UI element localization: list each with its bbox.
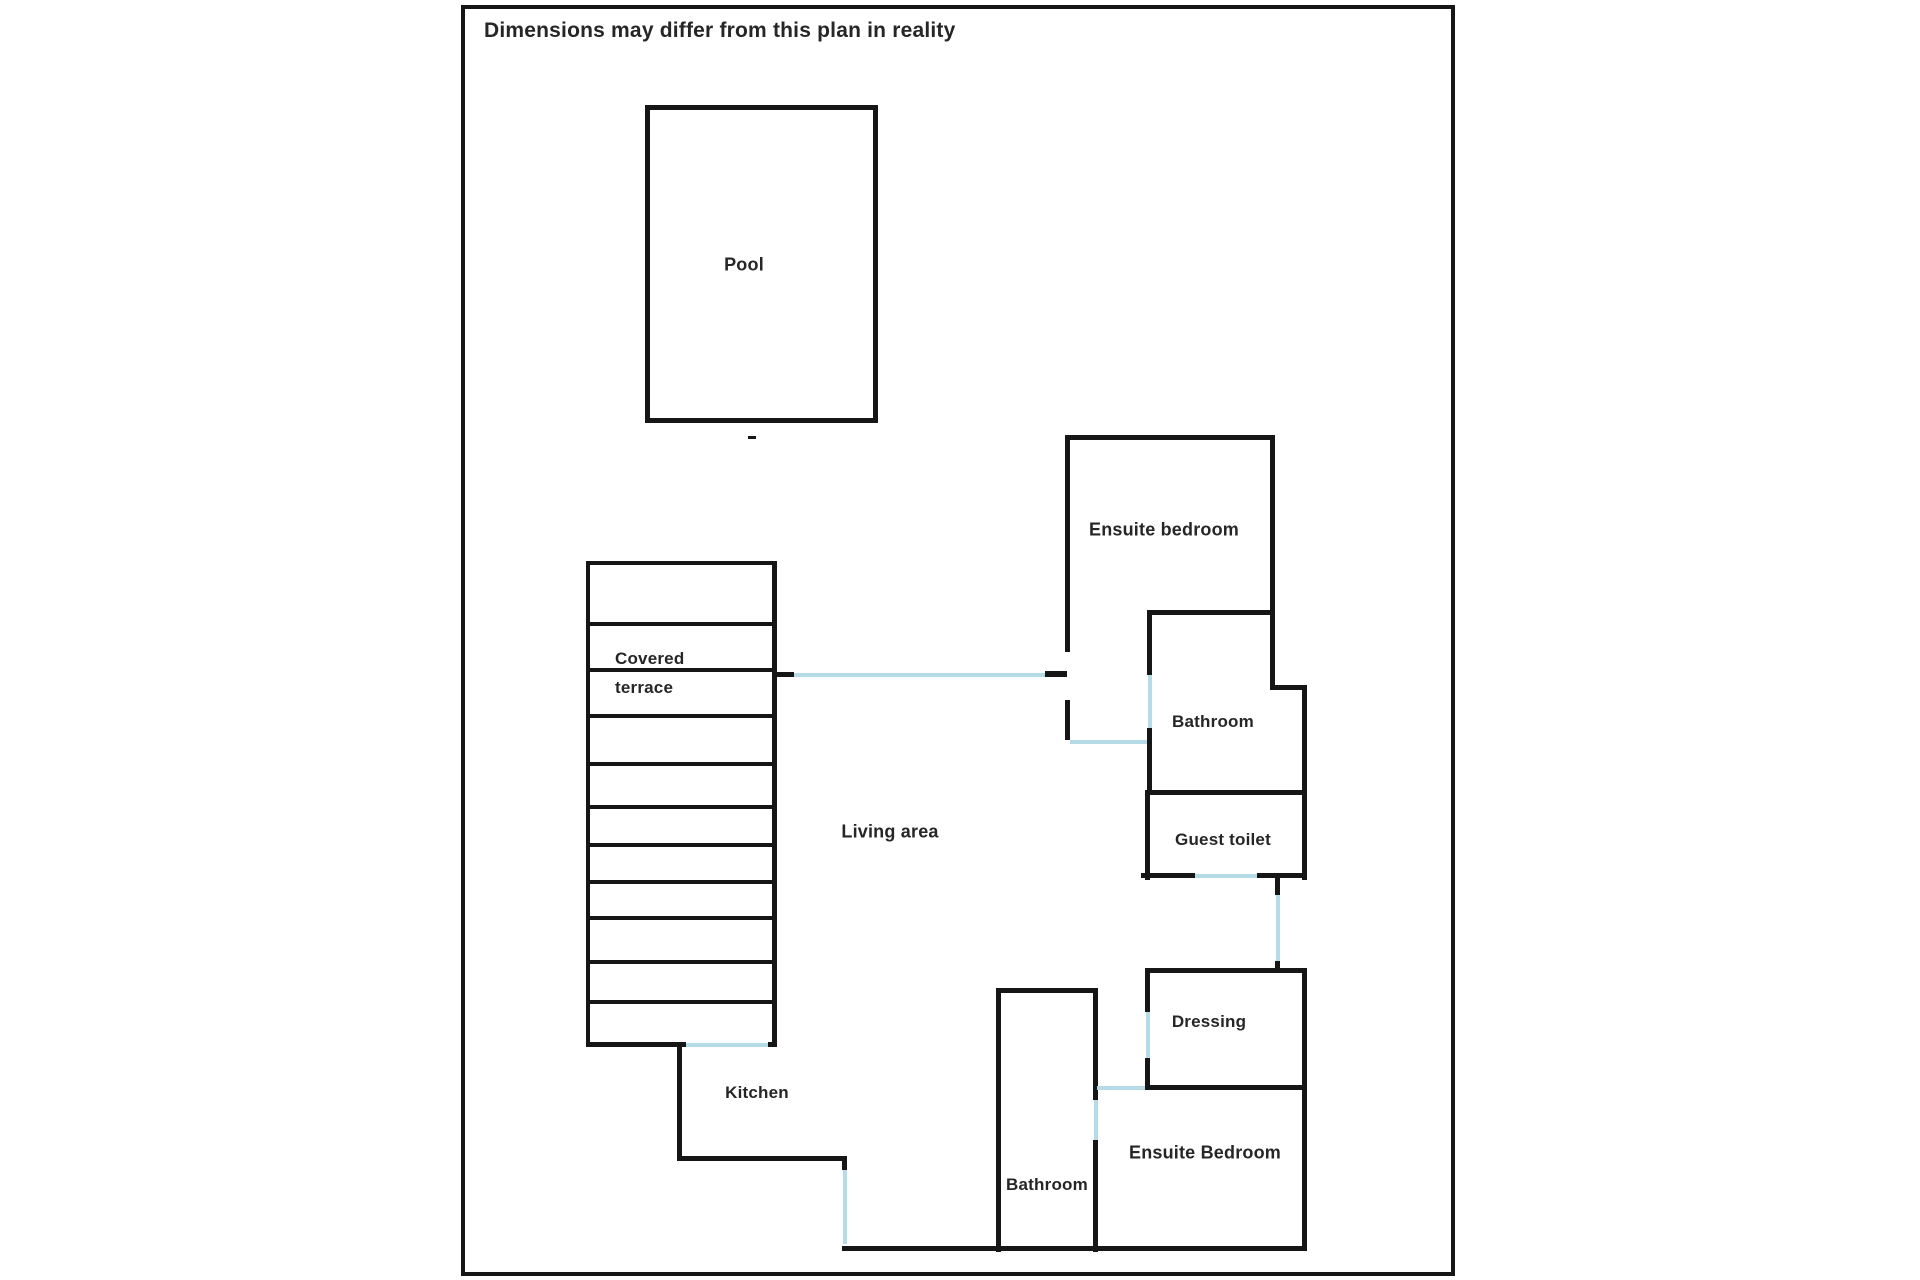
plan-mark	[748, 436, 756, 439]
wall-segment	[1045, 671, 1067, 677]
wall-segment	[586, 561, 590, 1047]
door-opening	[1276, 895, 1280, 961]
door-opening	[1146, 1012, 1150, 1058]
wall-segment	[677, 1156, 847, 1161]
wall-segment	[586, 1000, 776, 1004]
room-label-ensuite-bedroom-top: Ensuite bedroom	[1088, 519, 1240, 540]
wall-segment	[1065, 435, 1275, 440]
wall-segment	[586, 622, 776, 626]
wall-segment	[842, 1246, 1307, 1251]
door-opening	[1097, 1086, 1145, 1090]
wall-segment	[1147, 610, 1274, 615]
wall-segment	[1145, 1058, 1150, 1090]
room-label-covered-terrace-line1: Covered	[615, 649, 685, 668]
wall-segment	[873, 105, 878, 423]
room-label-bathroom-bottom: Bathroom	[1006, 1175, 1088, 1194]
room-label-kitchen: Kitchen	[725, 1083, 789, 1102]
wall-segment	[1065, 435, 1070, 652]
door-opening	[686, 1043, 768, 1047]
door-opening	[843, 1170, 847, 1244]
wall-segment	[645, 105, 878, 110]
wall-segment	[1270, 435, 1275, 690]
wall-segment	[1145, 790, 1150, 880]
wall-segment	[1093, 988, 1098, 1100]
wall-segment	[586, 762, 776, 766]
wall-segment	[586, 805, 776, 809]
plan-outer-border	[461, 5, 1455, 1276]
wall-segment	[645, 418, 878, 423]
wall-segment	[1302, 968, 1307, 1251]
door-opening	[1094, 1100, 1098, 1140]
wall-segment	[586, 1042, 686, 1047]
door-opening	[1195, 874, 1257, 878]
door-opening	[794, 673, 1045, 677]
wall-segment	[1145, 790, 1307, 795]
wall-segment	[1257, 873, 1307, 878]
wall-segment	[677, 1043, 682, 1161]
wall-segment	[1145, 968, 1150, 1012]
wall-segment	[1065, 700, 1070, 740]
wall-segment	[842, 1156, 847, 1170]
room-label-covered-terrace-line2: terrace	[615, 678, 674, 697]
wall-segment	[586, 880, 776, 884]
wall-segment	[1270, 685, 1307, 690]
room-label-living-area: Living area	[841, 821, 939, 842]
room-label-pool: Pool	[724, 254, 764, 275]
wall-segment	[768, 1042, 777, 1047]
wall-segment	[645, 105, 650, 423]
wall-segment	[586, 668, 776, 672]
room-label-ensuite-bedroom-bottom: Ensuite Bedroom	[1128, 1142, 1282, 1163]
plan-disclaimer-title: Dimensions may differ from this plan in …	[484, 19, 956, 42]
wall-segment	[586, 960, 776, 964]
wall-segment	[1093, 1140, 1098, 1252]
wall-segment	[996, 988, 1096, 993]
wall-segment	[1302, 685, 1307, 880]
room-label-bathroom-top: Bathroom	[1172, 712, 1254, 731]
wall-segment	[586, 916, 776, 920]
wall-segment	[586, 561, 776, 565]
wall-segment	[772, 672, 794, 677]
wall-segment	[1145, 968, 1307, 973]
wall-segment	[1141, 873, 1195, 878]
door-opening	[1070, 740, 1147, 744]
wall-segment	[586, 843, 776, 847]
room-label-guest-toilet: Guest toilet	[1175, 830, 1271, 849]
room-label-dressing: Dressing	[1171, 1012, 1247, 1031]
wall-segment	[996, 988, 1001, 1252]
wall-segment	[1275, 878, 1280, 895]
wall-segment	[586, 714, 776, 718]
wall-segment	[1275, 961, 1280, 973]
wall-segment	[1147, 610, 1152, 675]
wall-segment	[772, 561, 777, 1047]
door-opening	[1148, 675, 1152, 728]
wall-segment	[1147, 728, 1152, 792]
wall-segment	[1145, 1085, 1305, 1090]
